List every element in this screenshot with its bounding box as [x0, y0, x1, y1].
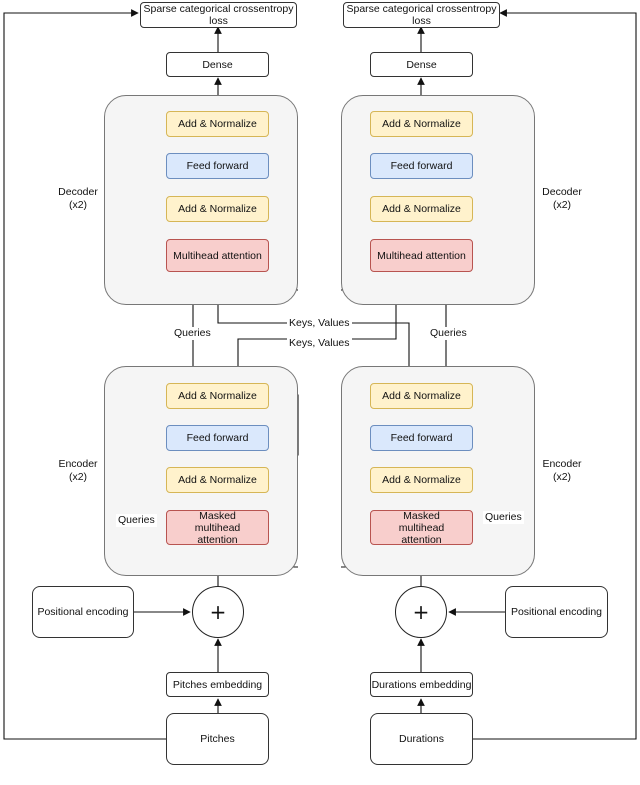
left-loss-box: Sparse categorical crossentropy loss: [140, 2, 297, 28]
right-decoder-add-normalize-top: Add & Normalize: [370, 111, 473, 137]
right-decoder-feed-forward: Feed forward: [370, 153, 473, 179]
right-positional-encoding-box: Positional encoding: [505, 586, 608, 638]
right-queries-lower-label: Queries: [483, 511, 524, 524]
left-input-box: Pitches: [166, 713, 269, 765]
right-encoder-masked-multihead-attention: Masked multihead attention: [370, 510, 473, 546]
left-encoder-add-normalize-top: Add & Normalize: [166, 383, 269, 409]
right-dense-box: Dense: [370, 52, 473, 77]
right-decoder-multihead-attention: Multihead attention: [370, 239, 473, 272]
left-queries-lower-label: Queries: [116, 514, 157, 527]
right-encoder-add-normalize-bottom: Add & Normalize: [370, 467, 473, 493]
left-decoder-multihead-attention: Multihead attention: [166, 239, 269, 272]
right-decoder-add-normalize-bottom: Add & Normalize: [370, 196, 473, 222]
right-queries-upper-label: Queries: [428, 327, 469, 340]
right-embedding-box: Durations embedding: [370, 672, 473, 697]
keys-values-label-2: Keys, Values: [287, 337, 352, 350]
left-encoder-add-normalize-bottom: Add & Normalize: [166, 467, 269, 493]
left-decoder-add-normalize-top: Add & Normalize: [166, 111, 269, 137]
left-add-circle: +: [192, 586, 244, 638]
left-decoder-feed-forward: Feed forward: [166, 153, 269, 179]
right-encoder-feed-forward: Feed forward: [370, 425, 473, 451]
right-decoder-label: Decoder (x2): [542, 186, 582, 211]
right-add-circle: +: [395, 586, 447, 638]
right-encoder-label: Encoder (x2): [542, 458, 582, 483]
right-encoder-add-normalize-top: Add & Normalize: [370, 383, 473, 409]
left-encoder-label: Encoder (x2): [58, 458, 98, 483]
left-decoder-label: Decoder (x2): [58, 186, 98, 211]
left-embedding-box: Pitches embedding: [166, 672, 269, 697]
right-input-box: Durations: [370, 713, 473, 765]
left-encoder-masked-multihead-attention: Masked multihead attention: [166, 510, 269, 546]
keys-values-label-1: Keys, Values: [287, 317, 352, 330]
left-decoder-add-normalize-bottom: Add & Normalize: [166, 196, 269, 222]
left-queries-upper-label: Queries: [172, 327, 213, 340]
right-loss-box: Sparse categorical crossentropy loss: [343, 2, 500, 28]
left-positional-encoding-box: Positional encoding: [32, 586, 134, 638]
left-encoder-feed-forward: Feed forward: [166, 425, 269, 451]
left-dense-box: Dense: [166, 52, 269, 77]
